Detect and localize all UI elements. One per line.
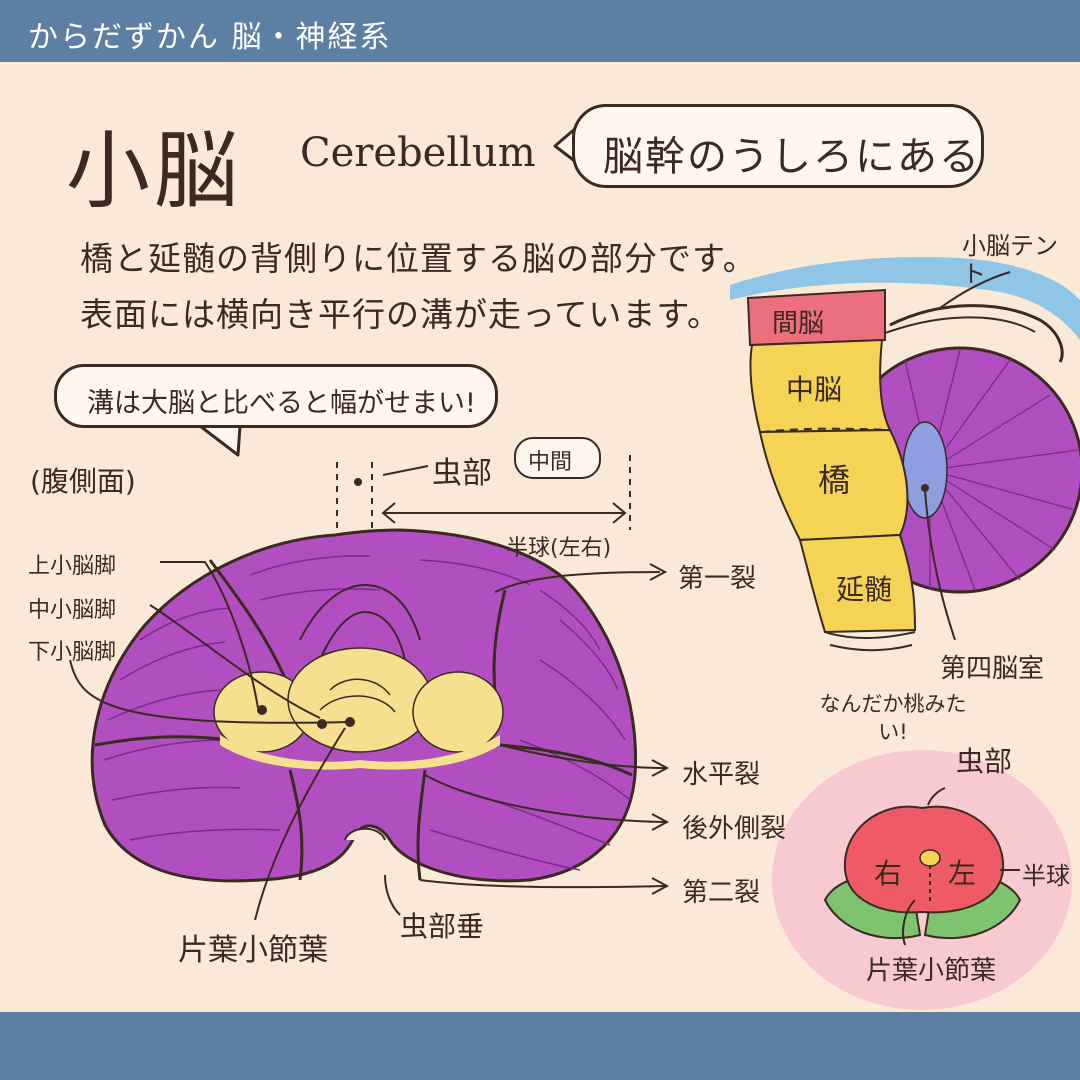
diencephalon-shape <box>746 288 886 347</box>
peach-view <box>772 750 1072 1010</box>
bottom-banner <box>0 1012 1080 1080</box>
superior-peduncle-label: 上小脳脚 <box>28 554 117 579</box>
top-banner: からだずかん 脳・神経系 <box>0 0 1080 62</box>
peach-note-label: なんだか桃みたい! <box>819 692 967 744</box>
posterolateral-fissure-label: 後外側裂 <box>682 814 787 844</box>
ventral-leader-lines <box>69 455 670 921</box>
uvula-label: 虫部垂 <box>400 910 485 943</box>
middle-label: 中間 <box>528 450 573 475</box>
flocculonodular-lobe-label: 片葉小節葉 <box>178 933 328 968</box>
middle-peduncle-label: 中小脳脚 <box>28 598 117 623</box>
view-label: (腹側面) <box>30 465 136 498</box>
tentorium-label: 小脳テント <box>962 232 1058 288</box>
medulla-shape <box>798 533 917 634</box>
hemisphere-label: 半球(左右) <box>506 536 612 561</box>
vermis-label: 虫部 <box>432 456 492 491</box>
peach-vermis-label: 虫部 <box>956 745 1013 778</box>
posterolateral-fissure-line <box>288 769 304 881</box>
peach-flocculonodular-label: 片葉小節葉 <box>866 956 997 986</box>
location-bubble-text: 脳幹のうしろにある <box>603 134 981 180</box>
primary-fissure-line <box>208 559 292 691</box>
primary-fissure-label: 第一裂 <box>678 564 757 594</box>
note-bubble-text: 溝は大脳と比べると幅がせまい! <box>87 388 476 419</box>
diencephalon-label: 間脳 <box>772 309 825 339</box>
ventral-cerebellum <box>69 455 670 921</box>
fourth-ventricle-label: 第四脳室 <box>940 654 1045 684</box>
horizontal-fissure-label: 水平裂 <box>682 760 761 790</box>
description-line-1: 橋と延髄の背側りに位置する脳の部分です。 <box>80 239 757 278</box>
peach-hemisphere-label: 半球 <box>1022 862 1070 890</box>
note-bubble: 溝は大脳と比べると幅がせまい! <box>54 364 498 428</box>
cerebellar-peduncles <box>213 647 504 770</box>
medulla-label: 延髄 <box>836 573 893 606</box>
pons-label: 橋 <box>818 461 851 499</box>
horizontal-fissure-line <box>94 735 231 747</box>
inferior-peduncle-label: 下小脳脚 <box>28 640 117 665</box>
page-title-english: Cerebellum <box>300 130 536 176</box>
midbrain-label: 中脳 <box>786 373 843 406</box>
peach-left-label: 左 <box>948 857 977 890</box>
peach-right-label: 右 <box>874 857 903 890</box>
description-line-2: 表面には横向き平行の溝が走っています。 <box>80 295 722 334</box>
location-bubble: 脳幹のうしろにある <box>572 104 984 188</box>
fourth-ventricle-shape <box>902 421 948 519</box>
folia-lines <box>103 555 631 871</box>
series-title: からだずかん 脳・神経系 <box>28 20 392 55</box>
side-view <box>730 257 1080 652</box>
secondary-fissure-label: 第二裂 <box>682 878 761 908</box>
page-title-japanese: 小脳 <box>66 122 243 220</box>
